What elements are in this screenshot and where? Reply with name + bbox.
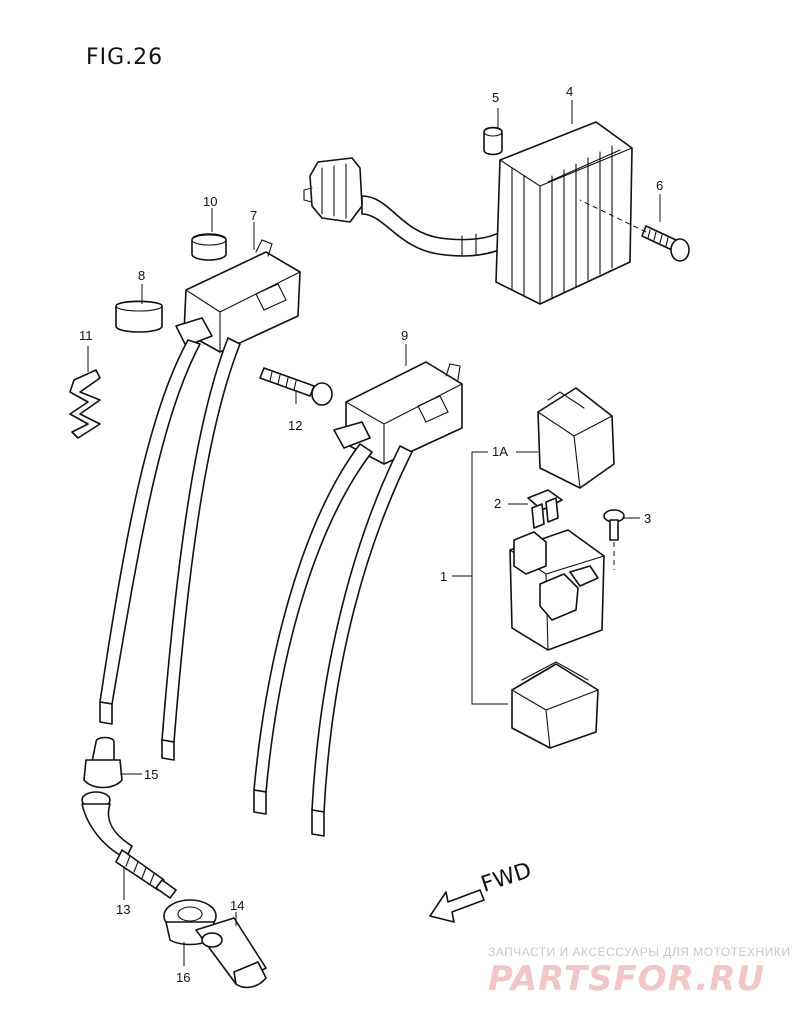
callout-9: 9 — [401, 328, 408, 343]
watermark-logo: PARTSFOR.RU — [488, 959, 765, 999]
callout-16: 16 — [176, 970, 190, 985]
callout-12: 12 — [288, 418, 302, 433]
callout-6: 6 — [656, 178, 663, 193]
part-13-plug-cap-lead — [81, 791, 177, 899]
part-9-ignition-coil — [253, 361, 463, 837]
callout-14: 14 — [230, 898, 244, 913]
part-3-screw — [603, 509, 625, 570]
forward-arrow — [429, 889, 485, 923]
part-7-ignition-coil — [99, 239, 301, 761]
callout-1a: 1A — [492, 444, 508, 459]
group-bracket — [471, 451, 508, 705]
callout-13: 13 — [116, 902, 130, 917]
part-4-regulator-rectifier — [303, 121, 633, 305]
part-1-relay-boot — [511, 661, 599, 749]
callout-2: 2 — [494, 496, 501, 511]
forward-label: FWD — [478, 858, 535, 898]
callout-7: 7 — [250, 208, 257, 223]
part-10-collar — [191, 233, 227, 261]
part-8-collar — [115, 300, 163, 333]
part-6-bolt — [579, 199, 690, 262]
watermark-tagline: ЗАПЧАСТИ И АКСЕССУАРЫ ДЛЯ МОТОТЕХНИКИ — [488, 945, 790, 959]
part-15-plug-cap — [83, 736, 123, 789]
part-11-clamp — [69, 369, 101, 439]
part-12-bolt — [259, 367, 333, 406]
callout-4: 4 — [566, 84, 573, 99]
callout-8: 8 — [138, 268, 145, 283]
part-1-starter-relay — [509, 529, 605, 651]
callout-11: 11 — [79, 328, 93, 343]
callout-3: 3 — [644, 511, 651, 526]
callout-5: 5 — [492, 90, 499, 105]
callout-1: 1 — [440, 569, 447, 584]
figure-title: FIG.26 — [86, 45, 163, 70]
part-2-fuse — [527, 489, 563, 529]
callout-10: 10 — [203, 194, 217, 209]
part-14-cover — [195, 917, 267, 989]
leader-lines — [87, 100, 661, 966]
part-1a-relay-cover — [537, 387, 615, 489]
callout-15: 15 — [144, 767, 158, 782]
